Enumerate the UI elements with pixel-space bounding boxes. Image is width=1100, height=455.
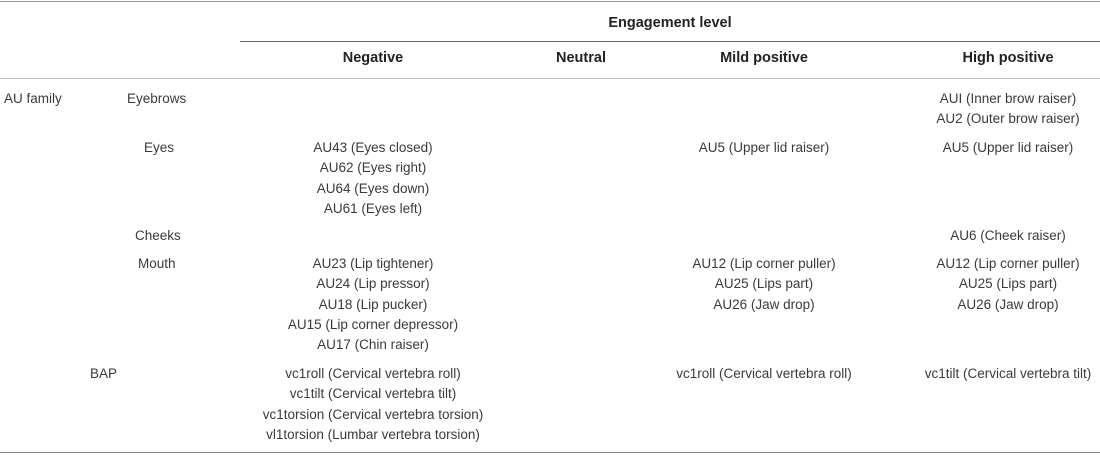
cell-line: AUI (Inner brow raiser) xyxy=(939,91,1077,106)
cell-line: AU26 (Jaw drop) xyxy=(957,296,1059,312)
cell-line: vc1torsion (Cervical vertebra torsion) xyxy=(262,406,484,422)
row-label-bap: BAP xyxy=(90,366,118,381)
header-span-rule xyxy=(240,41,1100,42)
cell-bap-mild-positive: vc1roll (Cervical vertebra roll) xyxy=(676,364,852,384)
cell-eyes-mild-positive: AU5 (Upper lid raiser) xyxy=(699,138,830,158)
cell-line: AU26 (Jaw drop) xyxy=(713,296,815,312)
cell-line: AU25 (Lips part) xyxy=(714,276,814,292)
row-label-eyebrows: Eyebrows xyxy=(127,91,187,106)
column-header-negative: Negative xyxy=(342,50,404,66)
row-label-mouth: Mouth xyxy=(138,256,176,271)
cell-line: AU12 (Lip corner puller) xyxy=(692,256,836,271)
cell-bap-high-positive: vc1tilt (Cervical vertebra tilt) xyxy=(925,364,1092,384)
cell-mouth-mild-positive: AU12 (Lip corner puller) AU25 (Lips part… xyxy=(692,254,835,315)
cell-line: AU17 (Chin raiser) xyxy=(317,337,429,353)
cell-line: AU6 (Cheek raiser) xyxy=(950,228,1066,243)
cell-line: AU12 (Lip corner puller) xyxy=(936,256,1080,271)
cell-bap-negative: vc1roll (Cervical vertebra roll) vc1tilt… xyxy=(263,364,484,445)
cell-eyebrows-high-positive: AUI (Inner brow raiser) AU2 (Outer brow … xyxy=(936,89,1079,130)
table-top-rule xyxy=(0,1,1100,2)
cell-line: AU15 (Lip corner depressor) xyxy=(287,316,459,332)
cell-eyes-negative: AU43 (Eyes closed) AU62 (Eyes right) AU6… xyxy=(313,138,432,219)
column-header-high-positive: High positive xyxy=(962,50,1054,66)
column-header-neutral: Neutral xyxy=(556,50,606,66)
row-group-label: AU family xyxy=(4,91,62,106)
cell-line: AU23 (Lip tightener) xyxy=(312,256,434,271)
cell-eyes-high-positive: AU5 (Upper lid raiser) xyxy=(943,138,1074,158)
cell-line: AU61 (Eyes left) xyxy=(323,200,423,216)
cell-line: vc1roll (Cervical vertebra roll) xyxy=(285,366,461,381)
cell-line: vc1tilt (Cervical vertebra tilt) xyxy=(924,366,1092,381)
cell-line: AU43 (Eyes closed) xyxy=(313,140,433,155)
column-header-mild-positive: Mild positive xyxy=(720,50,808,66)
header-bottom-rule xyxy=(0,78,1100,79)
cell-line: AU2 (Outer brow raiser) xyxy=(936,111,1080,127)
cell-mouth-high-positive: AU12 (Lip corner puller) AU25 (Lips part… xyxy=(936,254,1079,315)
cell-cheeks-high-positive: AU6 (Cheek raiser) xyxy=(950,226,1066,246)
cell-line: AU5 (Upper lid raiser) xyxy=(698,140,830,155)
cell-line: AU5 (Upper lid raiser) xyxy=(942,140,1074,155)
cell-mouth-negative: AU23 (Lip tightener) AU24 (Lip pressor) … xyxy=(288,254,458,355)
row-label-eyes: Eyes xyxy=(144,140,175,155)
row-label-cheeks: Cheeks xyxy=(135,228,181,243)
cell-line: AU25 (Lips part) xyxy=(958,276,1058,292)
cell-line: AU18 (Lip pucker) xyxy=(318,296,428,312)
cell-line: AU62 (Eyes right) xyxy=(319,160,427,176)
table-bottom-rule xyxy=(0,452,1100,453)
cell-line: vc1tilt (Cervical vertebra tilt) xyxy=(289,386,457,402)
cell-line: AU24 (Lip pressor) xyxy=(316,276,430,292)
engagement-level-header: Engagement level xyxy=(608,15,732,31)
cell-line: vl1torsion (Lumbar vertebra torsion) xyxy=(266,426,480,442)
cell-line: vc1roll (Cervical vertebra roll) xyxy=(676,366,852,381)
cell-line: AU64 (Eyes down) xyxy=(316,180,430,196)
